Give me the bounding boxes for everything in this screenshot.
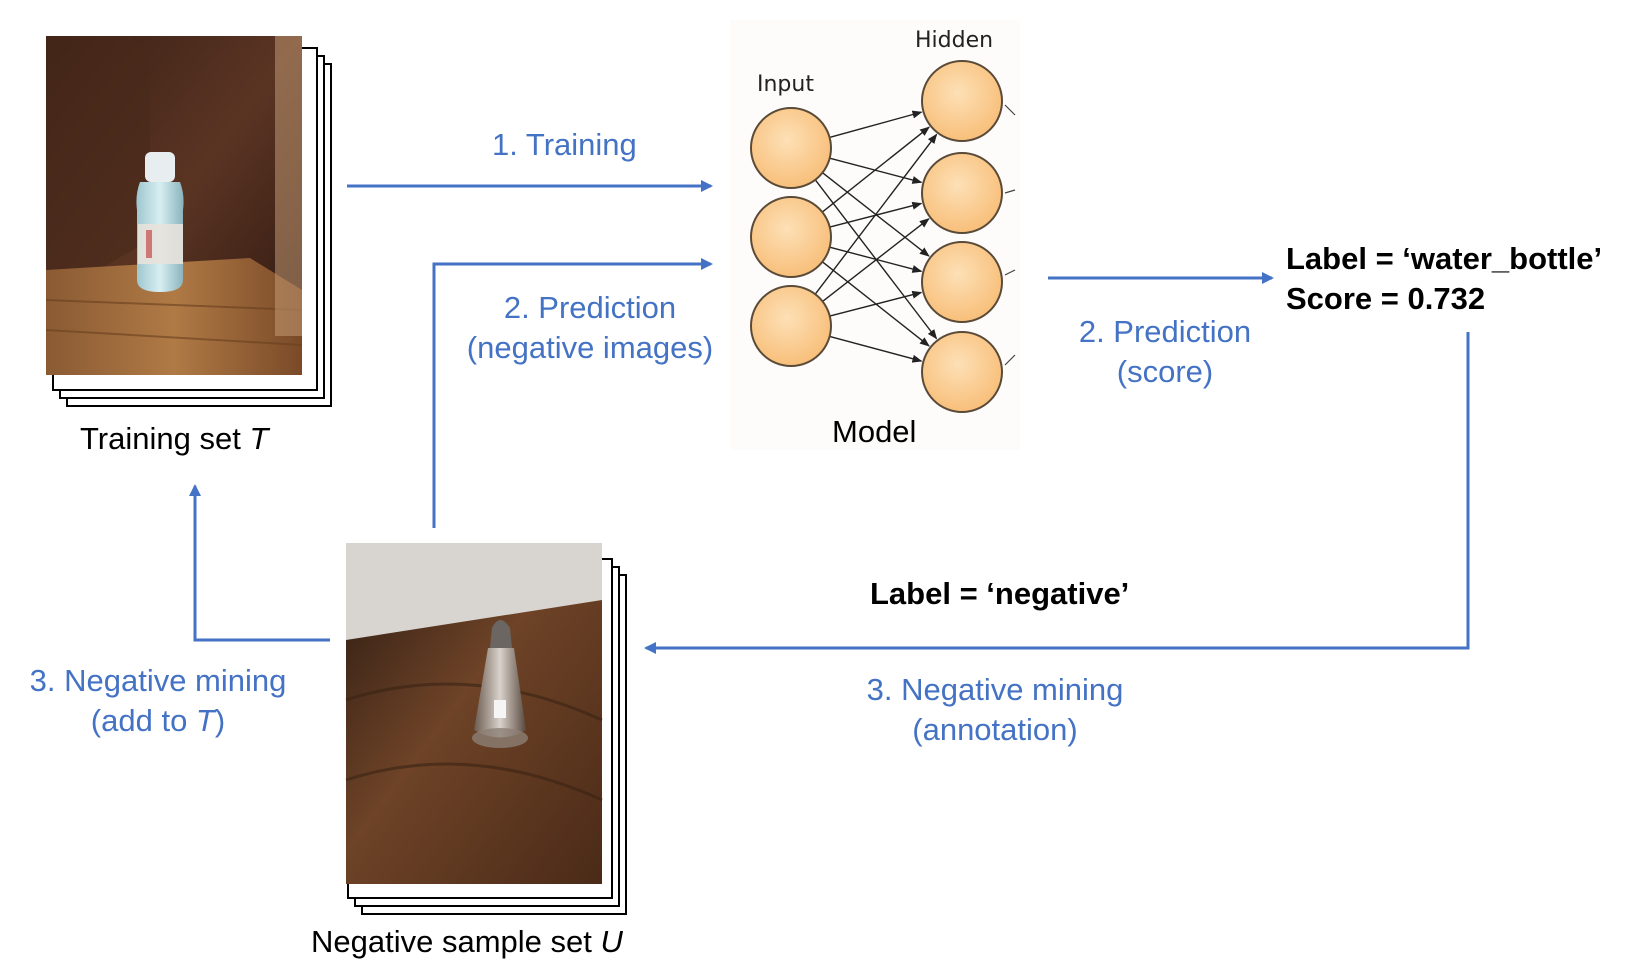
step-mining-add-label: 3. Negative mining (add to T) [6, 661, 310, 741]
hidden-neuron [921, 152, 1003, 234]
negative-set-label: Negative sample set [311, 924, 592, 959]
nn-connection [829, 290, 923, 317]
mining-add-line2: (add to T) [6, 701, 310, 741]
input-neuron [750, 285, 832, 367]
input-neuron [750, 107, 832, 189]
nn-connection [829, 110, 923, 139]
nn-connection [822, 218, 930, 302]
mining-add-var: T [195, 703, 215, 738]
nn-hidden-label: Hidden [915, 28, 994, 53]
nn-connection [814, 133, 938, 295]
nn-connection [829, 335, 923, 363]
step-training-label: 1. Training [492, 127, 637, 162]
arrows [189, 180, 1470, 654]
training-set-caption: Training set T [80, 419, 268, 459]
neural-network-model [730, 20, 1020, 450]
negative-set-caption: Negative sample set U [311, 922, 623, 962]
mining-add-line1: 3. Negative mining [29, 663, 287, 698]
training-set-label: Training set [80, 421, 241, 456]
training-set-stack [45, 36, 332, 407]
prediction-score-line2: (score) [1116, 354, 1214, 389]
negative-set-stack [345, 543, 627, 915]
step-mining-annotation-label: 3. Negative mining (annotation) [835, 670, 1155, 750]
training-set-var: T [249, 421, 269, 456]
hidden-neuron [921, 60, 1003, 142]
step-prediction-score-label: 2. Prediction (score) [1050, 312, 1280, 392]
nn-connection [821, 126, 930, 213]
mining-add-suffix: ) [214, 703, 226, 738]
prediction-negative-line1: 2. Prediction [503, 290, 677, 325]
hidden-neuron [921, 331, 1003, 413]
step-prediction-negative-label: 2. Prediction (negative images) [445, 288, 735, 368]
arrow-negative-mining-annotation [644, 332, 1470, 654]
output-result: Label = ‘water_bottle’ Score = 0.732 [1286, 239, 1602, 319]
nn-connection [829, 246, 923, 273]
input-neuron [750, 196, 832, 278]
training-image-water-bottle [45, 36, 303, 375]
output-score-line: Score = 0.732 [1286, 281, 1486, 316]
output-label-line: Label = ‘water_bottle’ [1286, 241, 1603, 276]
model-caption: Model [832, 414, 917, 449]
hidden-output-stubs [1004, 104, 1016, 366]
hidden-neuron [921, 241, 1003, 323]
mining-annotation-line1: 3. Negative mining [866, 672, 1124, 707]
negative-set-var: U [600, 924, 623, 959]
nn-input-label: Input [757, 72, 814, 97]
negative-image-salt-shaker [345, 543, 603, 884]
arrow-negative-mining-add [189, 484, 330, 642]
prediction-score-line1: 2. Prediction [1078, 314, 1252, 349]
arrow-prediction-negative [432, 258, 713, 528]
mining-annotation-line2: (annotation) [912, 712, 1078, 747]
negative-label-text: Label = ‘negative’ [870, 576, 1130, 611]
mining-add-prefix: (add to [90, 703, 196, 738]
prediction-negative-line2: (negative images) [466, 330, 714, 365]
